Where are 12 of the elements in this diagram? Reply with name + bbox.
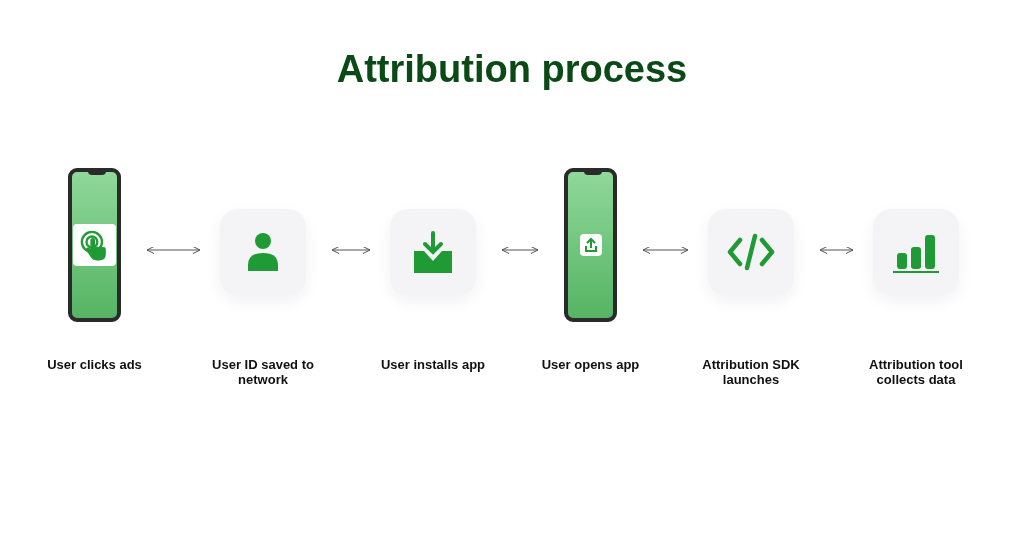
- step-label: User opens app: [541, 357, 640, 372]
- double-arrow: [331, 246, 371, 254]
- step-label: User clicks ads: [47, 357, 142, 372]
- double-arrow: [819, 246, 854, 254]
- double-arrow: [642, 246, 689, 254]
- step-label: User installs app: [380, 357, 485, 372]
- step-label: Attribution tool collects data: [868, 357, 964, 387]
- double-arrow: [501, 246, 539, 254]
- step-label: User ID saved to network: [211, 357, 315, 387]
- step-label: Attribution SDK launches: [701, 357, 801, 387]
- diagram-title: Attribution process: [336, 48, 688, 91]
- double-arrow: [146, 246, 201, 254]
